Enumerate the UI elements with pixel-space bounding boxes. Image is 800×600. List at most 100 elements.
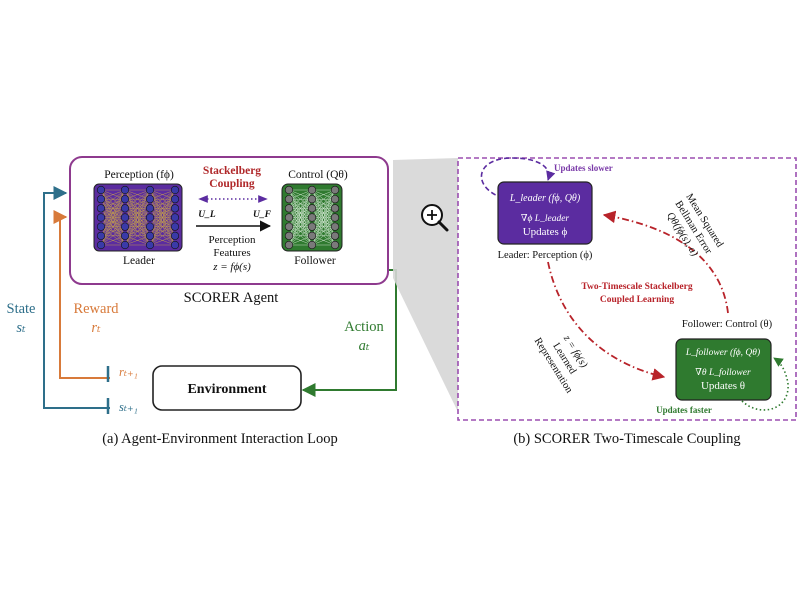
network-edge [100,217,126,246]
features-equation: z = fϕ(s) [212,261,251,273]
network-edge [311,189,336,218]
network-edge [288,199,313,246]
follower-update-box [675,338,772,401]
network-node [96,195,106,204]
bellman-annotation: Mean Squared Bellman Error Qθ(fϕ(s), a) [664,192,725,259]
network-node [170,185,180,195]
network-node [96,185,106,195]
network-node [96,213,106,222]
environment-label: Environment [187,382,266,397]
network-edge [124,189,151,246]
network-node [307,213,317,222]
network-node [120,240,130,250]
perception-title: Perception (fϕ) [104,169,174,181]
network-node [330,222,340,231]
network-edge [311,189,336,209]
network-edge [288,189,313,200]
network-node [145,231,155,240]
network-node [170,222,180,231]
network-edge [311,208,336,246]
bellman-error-arrow [602,210,729,314]
network-edge [124,235,151,246]
network-node [96,222,106,231]
features-line2: Features [213,247,250,259]
network-node [330,240,340,250]
network-node [330,213,340,222]
network-edge [288,226,313,246]
network-edge [100,189,126,236]
updates-faster-label: Updates faster [656,405,712,415]
network-edge [100,199,126,246]
network-edge [124,189,151,200]
network-edge [311,226,336,246]
follower-network [281,183,343,252]
network-edge [149,199,176,246]
network-node [330,195,340,204]
network-node [145,240,155,250]
state-symbol: sₜ [16,320,26,336]
leader-network [93,183,183,252]
network-node [170,213,180,222]
network-edge [124,189,151,227]
network-edge [124,189,151,218]
network-edge [311,189,336,227]
network-node [330,185,340,195]
state-next-label: sₜ₊₁ [119,400,138,414]
follower-caption: Follower: Control (θ) [682,319,773,330]
network-edge [288,189,313,227]
network-node [170,204,180,213]
center-title-line2: Coupled Learning [600,295,674,305]
u-leader-label: U_L [198,210,216,220]
network-edge [288,208,313,246]
network-node [284,195,294,204]
action-symbol: aₜ [359,338,370,354]
network-edge [149,189,176,236]
reward-arrow [53,210,110,379]
network-edge [288,235,313,246]
reward-symbol: rₜ [91,320,101,336]
network-edge [100,189,126,218]
network-edge [100,189,126,209]
network-node [307,231,317,240]
network-node [120,231,130,240]
network-node [307,204,317,213]
network-edge [149,189,176,227]
network-edge [149,208,176,246]
network-node [96,240,106,250]
leader-gradient: ∇ϕ L_leader [521,214,570,224]
coupling-title-line1: Stackelberg [203,165,261,177]
network-edge [124,217,151,246]
network-node [145,222,155,231]
network-edge [124,189,151,209]
agent-label: SCORER Agent [184,290,279,306]
network-edge [149,226,176,246]
leader-label: Leader [123,255,155,267]
follower-update: Updates θ [701,380,745,392]
network-edge [311,189,336,236]
state-label: State [7,301,36,317]
updates-slower-loop [480,157,556,199]
network-node [284,240,294,250]
leader-loss: L_leader (fϕ, Qθ) [509,193,581,204]
follower-gradient: ∇θ L_follower [695,367,751,378]
network-edge [100,226,126,246]
network-node [170,195,180,204]
state-arrow [43,186,110,409]
network-node [284,204,294,213]
coupling-title-line2: Coupling [209,178,255,190]
network-node [120,204,130,213]
environment-box [152,365,302,411]
leader-update-box [497,181,593,245]
network-node [170,231,180,240]
network-node [120,213,130,222]
reward-next-label: rₜ₊₁ [119,365,138,379]
network-edge [311,235,336,246]
network-node [145,195,155,204]
updates-slower-label: Updates slower [554,163,613,173]
zoom-wedge [393,158,458,412]
reward-label: Reward [73,301,119,317]
center-title-line1: Two-Timescale Stackelberg [581,282,693,292]
network-node [330,231,340,240]
leader-caption: Leader: Perception (ϕ) [498,250,593,261]
network-node [145,204,155,213]
